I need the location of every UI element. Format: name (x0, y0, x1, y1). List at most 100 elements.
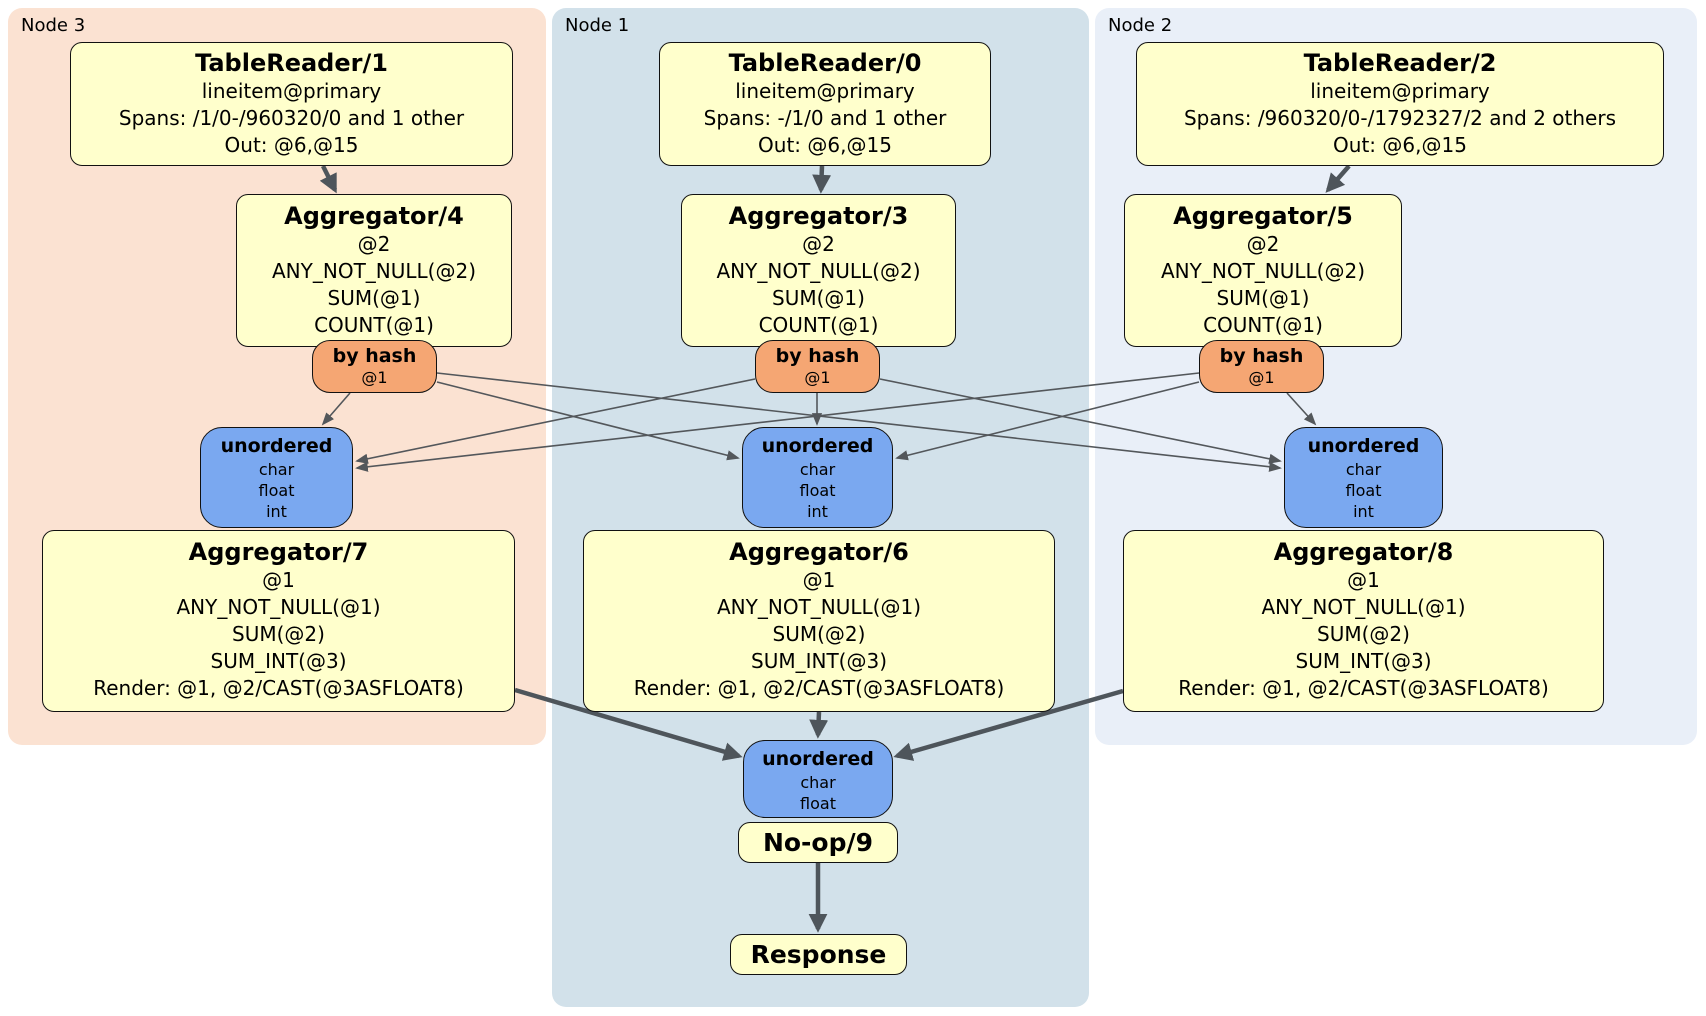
router-column: @1 (804, 368, 831, 387)
sync-unordered-mid: unordered char float int (742, 427, 893, 528)
agg-fn: ANY_NOT_NULL(@1) (717, 595, 921, 619)
agg-fn: SUM_INT(@3) (210, 649, 347, 673)
sync-type: float (1345, 481, 1382, 500)
sync-type: char (258, 460, 295, 479)
processor-title: Aggregator/8 (1273, 538, 1454, 566)
out-label: Out: @6,@15 (758, 133, 892, 157)
edge-agg8-to-final-sync (893, 688, 1124, 761)
edge-router-right-to-sync-mid (895, 381, 1200, 461)
processor-title: TableReader/0 (728, 49, 922, 77)
processor-title: Aggregator/5 (1173, 202, 1353, 230)
agg-fn: SUM_INT(@3) (751, 649, 887, 673)
processor-title: Aggregator/3 (728, 202, 909, 230)
agg-fn: SUM(@1) (327, 286, 421, 310)
spans-label: Spans: /960320/0-/1792327/2 and 2 others (1183, 106, 1616, 130)
render-expr: Render: @1, @2/CAST(@3ASFLOAT8) (93, 676, 464, 700)
edge-agg7-to-final-sync (514, 687, 743, 761)
edge-tr2-to-agg5 (1325, 164, 1351, 193)
processor-aggregator-4: Aggregator/4 @2 ANY_NOT_NULL(@2) SUM(@1)… (236, 194, 512, 347)
agg-fn: SUM(@1) (1216, 286, 1310, 310)
edge-tr1-to-agg4 (319, 164, 338, 194)
edge-router-left-to-sync-left (321, 392, 351, 426)
router-title: by hash (1219, 345, 1304, 367)
processor-title: No-op/9 (762, 827, 874, 857)
render-expr: Render: @1, @2/CAST(@3ASFLOAT8) (1178, 676, 1549, 700)
agg-fn: COUNT(@1) (758, 313, 879, 337)
index-label: lineitem@primary (201, 79, 382, 103)
processor-title: Aggregator/7 (188, 538, 369, 566)
sync-type: char (1345, 460, 1382, 479)
sync-title: unordered (761, 435, 874, 457)
edge-router-left-to-sync-mid (436, 381, 740, 461)
response-node: Response (730, 934, 907, 975)
processor-aggregator-5: Aggregator/5 @2 ANY_NOT_NULL(@2) SUM(@1)… (1124, 194, 1402, 347)
processor-title: TableReader/1 (195, 49, 388, 77)
router-title: by hash (775, 345, 860, 367)
sync-unordered-right: unordered char float int (1284, 427, 1443, 528)
agg-fn: ANY_NOT_NULL(@2) (272, 259, 476, 283)
router-title: by hash (332, 345, 417, 367)
render-expr: Render: @1, @2/CAST(@3ASFLOAT8) (633, 676, 1005, 700)
sync-type: float (799, 481, 836, 500)
processor-tablereader-1: TableReader/1 lineitem@primary Spans: /1… (70, 42, 513, 166)
region-node3-label: Node 3 (21, 15, 86, 36)
group-cols: @1 (802, 568, 836, 592)
processor-aggregator-8: Aggregator/8 @1 ANY_NOT_NULL(@1) SUM(@2)… (1123, 530, 1604, 712)
out-label: Out: @6,@15 (1333, 133, 1467, 157)
sync-unordered-final: unordered char float (743, 740, 893, 818)
router-by-hash-left: by hash @1 (312, 340, 437, 393)
agg-fn: COUNT(@1) (314, 313, 434, 337)
out-label: Out: @6,@15 (224, 133, 359, 157)
router-by-hash-right: by hash @1 (1199, 340, 1324, 393)
processor-aggregator-7: Aggregator/7 @1 ANY_NOT_NULL(@1) SUM(@2)… (42, 530, 515, 712)
agg-fn: ANY_NOT_NULL(@1) (176, 595, 381, 619)
region-node2-label: Node 2 (1108, 15, 1173, 36)
edge-router-left-to-sync-right (436, 372, 1282, 472)
sync-type: int (807, 502, 828, 521)
edge-tr0-to-agg3 (812, 165, 832, 194)
edge-router-right-to-sync-right (1286, 392, 1317, 426)
agg-fn: SUM(@1) (772, 286, 865, 310)
edge-router-right-to-sync-left (355, 372, 1200, 472)
sync-title: unordered (762, 748, 874, 770)
group-cols: @2 (1246, 232, 1280, 256)
sync-title: unordered (1307, 435, 1420, 457)
router-by-hash-mid: by hash @1 (755, 340, 880, 393)
spans-label: Spans: /1/0-/960320/0 and 1 other (118, 106, 465, 130)
router-column: @1 (1248, 368, 1275, 387)
agg-fn: COUNT(@1) (1203, 313, 1323, 337)
edge-router-mid-to-sync-right (879, 378, 1282, 464)
sync-type: char (799, 460, 836, 479)
processor-aggregator-3: Aggregator/3 @2 ANY_NOT_NULL(@2) SUM(@1)… (681, 194, 956, 347)
group-cols: @1 (262, 568, 295, 592)
processor-title: TableReader/2 (1303, 49, 1497, 77)
router-column: @1 (361, 368, 388, 387)
spans-label: Spans: -/1/0 and 1 other (703, 106, 947, 130)
group-cols: @2 (802, 232, 835, 256)
sync-type: int (266, 502, 287, 521)
agg-fn: SUM(@2) (232, 622, 325, 646)
agg-fn: SUM(@2) (1317, 622, 1410, 646)
sync-type: float (258, 481, 295, 500)
agg-fn: SUM_INT(@3) (1295, 649, 1432, 673)
index-label: lineitem@primary (1310, 79, 1490, 103)
agg-fn: SUM(@2) (772, 622, 866, 646)
sync-type: int (1353, 502, 1374, 521)
processor-title: Aggregator/6 (729, 538, 909, 566)
region-node1-label: Node 1 (565, 15, 630, 36)
response-title: Response (750, 939, 887, 969)
agg-fn: ANY_NOT_NULL(@1) (1261, 595, 1466, 619)
processor-aggregator-6: Aggregator/6 @1 ANY_NOT_NULL(@1) SUM(@2)… (583, 530, 1055, 712)
group-cols: @2 (357, 232, 391, 256)
edge-agg6-to-final-sync (809, 711, 829, 739)
sync-unordered-left: unordered char float int (200, 427, 353, 528)
agg-fn: ANY_NOT_NULL(@2) (716, 259, 921, 283)
processor-title: Aggregator/4 (284, 202, 464, 230)
edge-router-mid-to-sync-left (355, 378, 756, 464)
agg-fn: ANY_NOT_NULL(@2) (1161, 259, 1365, 283)
group-cols: @1 (1347, 568, 1380, 592)
sync-type: float (800, 794, 836, 813)
sync-type: char (800, 773, 836, 792)
